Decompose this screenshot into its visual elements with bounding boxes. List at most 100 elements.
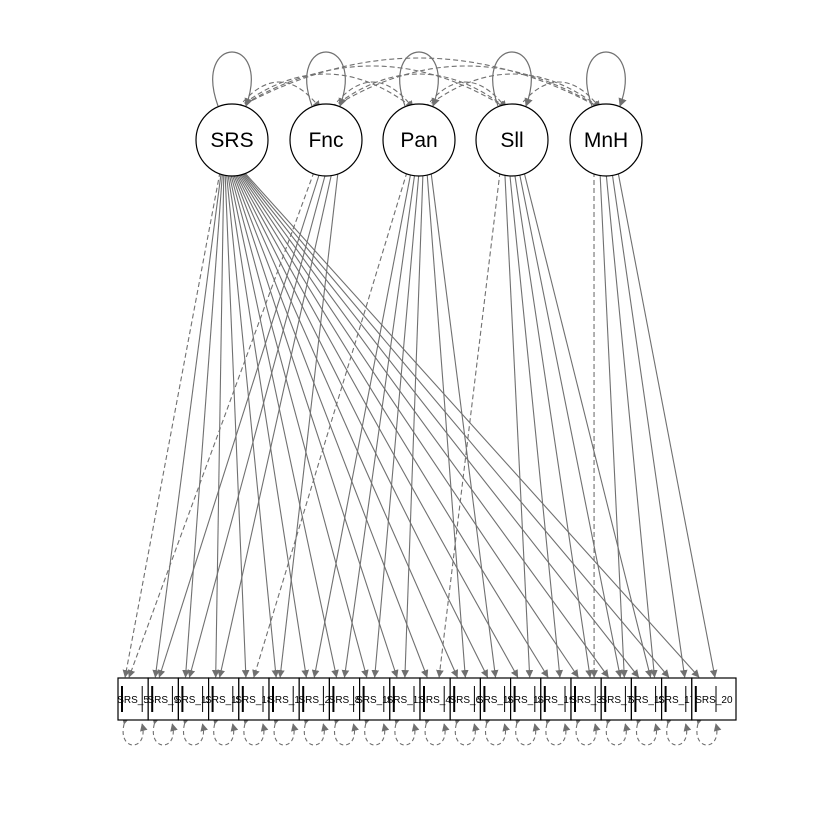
indicator-node: SRS_9	[147, 677, 180, 721]
indicator-box	[268, 677, 300, 721]
residual-variance-loop	[424, 716, 450, 746]
latent-covariance	[230, 81, 321, 116]
indicator-label: SRS_7	[600, 695, 632, 706]
indicator-label: SRS_8	[329, 695, 361, 706]
indicator-label: SRS_19	[537, 695, 575, 706]
loading-SRS-SRS_11	[230, 171, 399, 678]
indicator-label: SRS_5	[117, 695, 149, 706]
loading-Sll-SRS_4	[436, 171, 501, 678]
indicator-node: SRS_13	[628, 677, 666, 721]
loading-SRS-SRS_1	[225, 171, 280, 678]
loading-Pan-SRS_2	[311, 171, 412, 678]
latent-node-fnc: Fnc	[289, 103, 363, 177]
loading-MnH-SRS_20	[617, 171, 718, 678]
loading-Pan-SRS_10	[371, 171, 420, 678]
residual-variance-loop	[605, 716, 631, 746]
loading-SRS-SRS_13	[241, 171, 639, 678]
loading-Sll-SRS_13	[523, 171, 653, 678]
indicator-node: SRS_14	[507, 677, 545, 721]
loading-SRS-SRS_4	[232, 171, 429, 678]
indicator-node: SRS_20	[691, 677, 737, 721]
indicator-node: SRS_1	[268, 677, 300, 721]
latent-circle	[569, 103, 643, 177]
latent-node-mnh: MnH	[569, 103, 643, 177]
indicator-node: SRS_2	[298, 677, 331, 721]
residual-variance-loop	[333, 716, 359, 746]
latent-variance-loop	[586, 51, 627, 107]
latent-covariance	[324, 65, 601, 115]
indicator-box	[208, 677, 240, 721]
residual-variance-loop	[484, 716, 510, 746]
indicator-box	[630, 677, 663, 721]
indicator-node: SRS_15	[205, 677, 243, 721]
loading-SRS-SRS_19	[237, 171, 549, 678]
indicator-node: SRS_6	[449, 677, 482, 721]
indicator-node: SRS_3	[570, 677, 602, 721]
indicator-node: SRS_17	[658, 677, 696, 721]
latent-variance-loop	[399, 51, 440, 107]
indicator-label: SRS_9	[147, 695, 179, 706]
loading-SRS-SRS_8	[228, 171, 339, 678]
latent-node-srs: SRS	[195, 103, 269, 177]
latent-covariance	[230, 73, 414, 116]
indicator-box	[359, 677, 391, 721]
loading-SRS-SRS_7	[239, 171, 609, 678]
latent-circle	[475, 103, 549, 177]
loading-SRS-SRS_9	[152, 171, 222, 678]
latent-label: Fnc	[308, 129, 343, 152]
loading-Pan-SRS_8	[341, 171, 416, 678]
loading-SRS-SRS_12	[182, 171, 224, 678]
indicator-box	[691, 677, 737, 721]
latent-variance-loop	[492, 51, 533, 107]
latent-label: MnH	[584, 129, 628, 152]
latent-circle	[382, 103, 456, 177]
latent-covariance	[324, 81, 414, 116]
indicator-node: SRS_11	[387, 677, 424, 721]
indicator-label: SRS_13	[628, 695, 666, 706]
latent-covariance	[510, 81, 601, 116]
loading-Fnc-SRS_12	[187, 171, 327, 678]
loading-Sll-SRS_14	[504, 171, 534, 678]
loading-Sll-SRS_19	[509, 171, 564, 678]
loading-Fnc-SRS_5	[127, 171, 315, 678]
residual-variance-loop	[575, 716, 601, 746]
loading-Pan-SRS_11	[401, 171, 424, 678]
indicator-label: SRS_10	[356, 695, 394, 706]
indicator-node: SRS_19	[537, 677, 575, 721]
indicator-label: SRS_16	[477, 695, 515, 706]
indicator-label: SRS_2	[298, 695, 330, 706]
indicator-label: SRS_4	[419, 695, 451, 706]
indicator-node: SRS_16	[477, 677, 515, 721]
latent-variance-loop	[212, 51, 253, 107]
edges-layer	[122, 51, 722, 746]
indicator-label: SRS_1	[268, 695, 300, 706]
loading-MnH-SRS_13	[605, 171, 658, 678]
loading-SRS-SRS_14	[235, 171, 519, 678]
loading-SRS-SRS_20	[243, 171, 700, 678]
loading-Fnc-SRS_15	[217, 171, 333, 678]
indicator-box	[660, 677, 693, 721]
loading-SRS-SRS_3	[238, 171, 579, 678]
loading-Fnc-SRS_1	[277, 171, 339, 678]
loading-Sll-SRS_3	[513, 171, 593, 678]
residual-variance-loop	[152, 716, 178, 746]
loading-SRS-SRS_18	[224, 171, 250, 678]
indicator-label: SRS_15	[205, 695, 243, 706]
loading-SRS-SRS_15	[211, 171, 225, 678]
residual-variance-loop	[363, 716, 390, 746]
indicator-label: SRS_20	[695, 695, 733, 706]
indicator-node: SRS_18	[235, 677, 273, 721]
indicator-box	[479, 677, 512, 721]
loading-Fnc-SRS_9	[157, 171, 321, 678]
latent-label: Sll	[500, 129, 523, 152]
latent-circle	[289, 103, 363, 177]
indicator-box	[117, 677, 149, 721]
latent-label: SRS	[210, 129, 253, 152]
indicator-label: SRS_6	[449, 695, 481, 706]
indicator-label: SRS_3	[570, 695, 602, 706]
loading-MnH-SRS_7	[599, 171, 628, 678]
residual-variance-loop	[122, 716, 148, 746]
residual-variance-loop	[514, 716, 541, 746]
indicator-node: SRS_5	[117, 677, 149, 721]
